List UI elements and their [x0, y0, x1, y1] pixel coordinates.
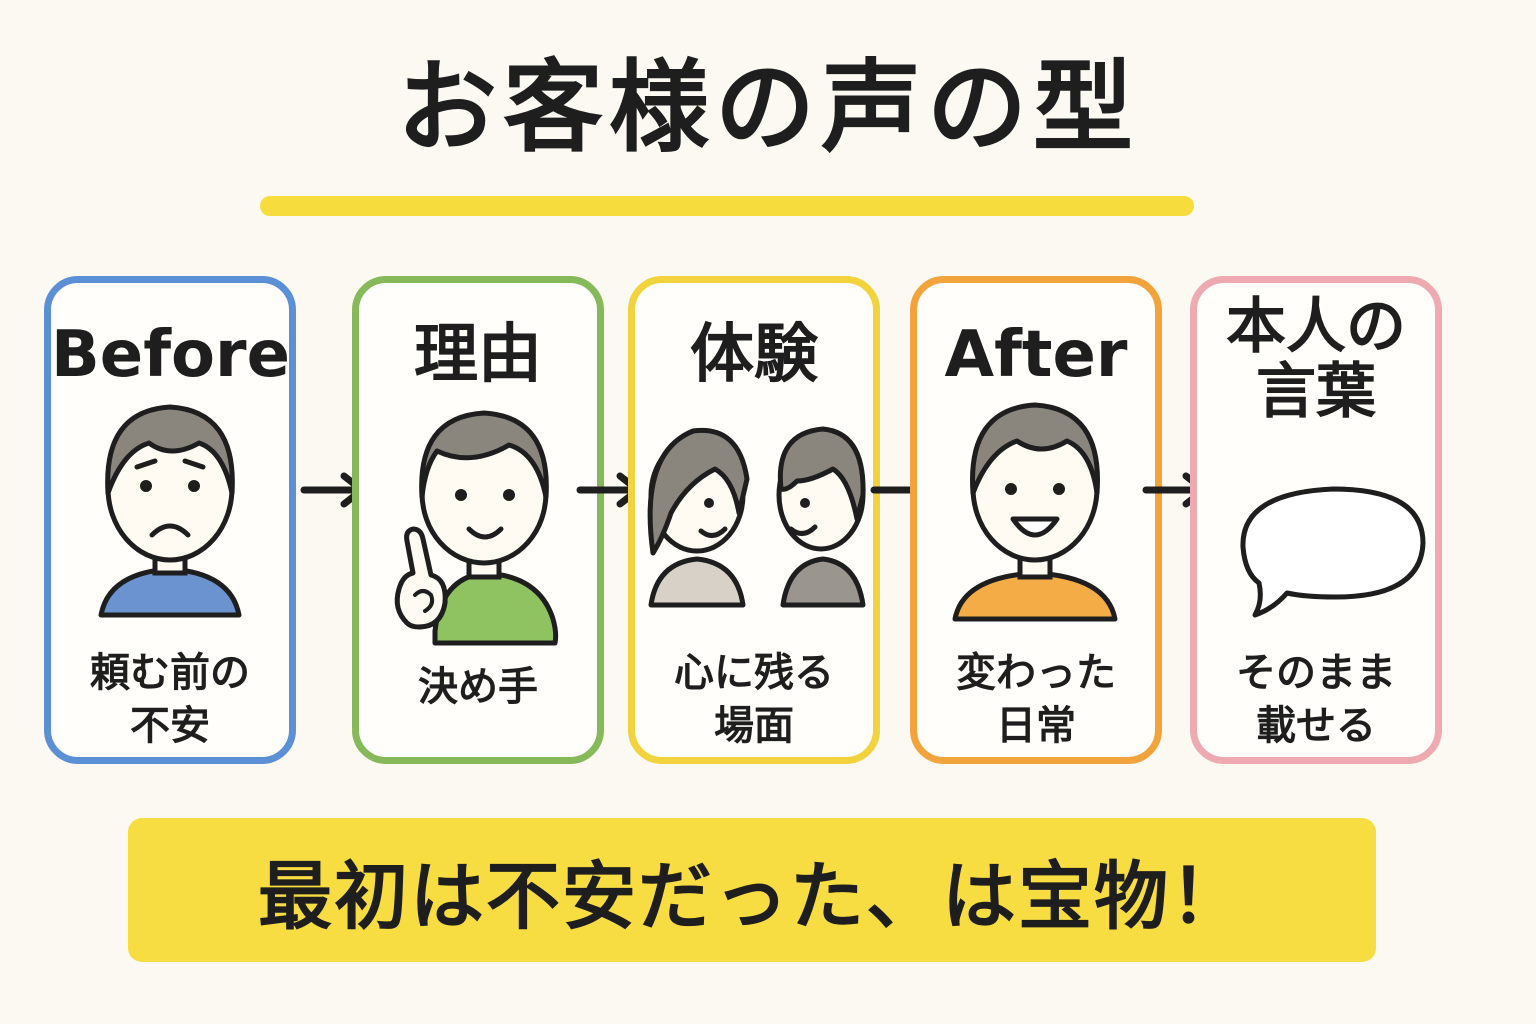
smiling-person-icon: [952, 402, 1118, 622]
step-title: 理由: [414, 318, 542, 392]
pointing-person-icon: [394, 410, 559, 646]
step-card-experience: 体験 心に残る 場面: [628, 276, 880, 764]
step-card-own-words: 本人の 言葉 そのまま 載せる: [1190, 276, 1442, 764]
step-card-before: Before 頼む前の 不安: [44, 276, 296, 764]
worried-person-icon: [98, 404, 242, 618]
speech-bubble-icon: [1240, 486, 1426, 618]
step-caption: 心に残る 場面: [674, 650, 834, 749]
step-card-after: After 変わった 日常: [910, 276, 1162, 764]
conversation-people-icon: [647, 426, 866, 608]
page-title: お客様の声の型: [397, 49, 1139, 166]
step-card-reason: 理由 決め手: [352, 276, 604, 764]
step-title: Before: [51, 318, 290, 392]
title-underline: [260, 196, 1194, 216]
step-caption: 変わった 日常: [956, 650, 1116, 749]
step-title: 体験: [690, 318, 818, 392]
step-caption: 決め手: [418, 664, 538, 710]
step-caption: そのまま 載せる: [1236, 650, 1396, 749]
summary-banner: 最初は不安だった、は宝物！: [128, 818, 1376, 962]
step-title: After: [944, 318, 1128, 392]
step-caption: 頼む前の 不安: [90, 650, 250, 749]
step-title: 本人の 言葉: [1226, 292, 1406, 427]
